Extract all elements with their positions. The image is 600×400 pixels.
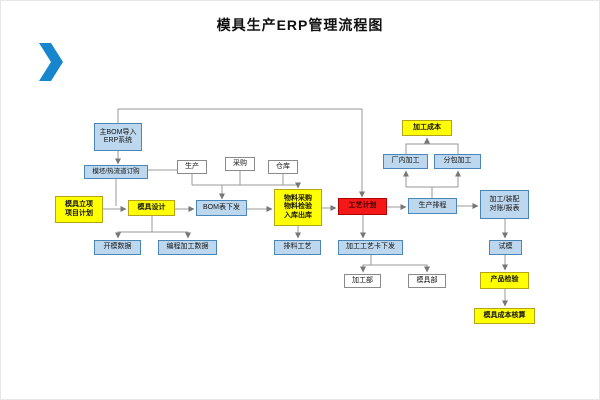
- node-project-plan: 模具立项 项目计划: [55, 196, 103, 223]
- node-programming-data: 编程加工数据: [158, 240, 217, 255]
- node-mold-cost-accounting: 模具成本核算: [474, 308, 535, 324]
- node-main-bom-import: 主BOM导入 ERP系统: [94, 123, 142, 151]
- node-processing-cost: 加工成本: [402, 120, 452, 136]
- node-bom-release: BOM表下发: [196, 200, 247, 216]
- node-mold-blank-order: 模坯/热流道订购: [84, 165, 148, 179]
- node-production-scheduling: 生产排程: [408, 198, 457, 214]
- node-layout-process: 排料工艺: [274, 240, 321, 255]
- node-mold-dept: 模具部: [408, 274, 446, 288]
- node-processing-dept: 加工部: [344, 274, 381, 288]
- node-process-card-release: 加工工艺卡下发: [338, 240, 403, 255]
- node-outsourced-processing: 分包加工: [434, 154, 481, 169]
- node-purchase: 采购: [225, 157, 255, 171]
- node-material-purchase-inspect: 物料采购 物料检验 入库出库: [274, 189, 322, 226]
- node-production: 生产: [177, 160, 207, 174]
- node-warehouse: 仓库: [268, 160, 298, 174]
- node-product-inspection: 产品检验: [480, 272, 529, 289]
- node-in-house-processing: 厂内加工: [383, 154, 428, 169]
- node-process-plan: 工艺计划: [338, 198, 387, 215]
- node-mold-open-data: 开模数据: [94, 240, 141, 255]
- node-trial-mold: 试模: [489, 240, 522, 255]
- node-assembly-reconcile-report: 加工/装配 对账/报表: [480, 190, 529, 219]
- page-title: 模具生产ERP管理流程图: [216, 17, 384, 33]
- node-mold-design: 模具设计: [128, 200, 175, 216]
- chevron-right-icon: [39, 43, 63, 81]
